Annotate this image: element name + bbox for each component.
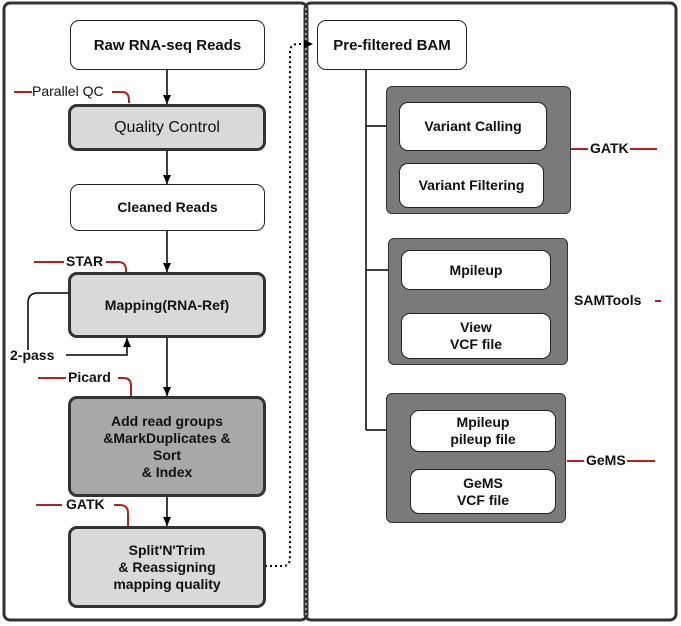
- label-gems: GeMS: [586, 452, 626, 468]
- label-two-pass: 2-pass: [10, 347, 55, 363]
- bracket-gatk-left: [36, 504, 129, 527]
- left-panel-frame: [2, 1, 309, 622]
- label-gatk-right: GATK: [590, 140, 629, 156]
- node-variant-calling: Variant Calling: [399, 102, 547, 151]
- node-cleaned-reads: Cleaned Reads: [70, 184, 265, 231]
- node-raw-rna-seq-reads: Raw RNA-seq Reads: [70, 20, 265, 70]
- node-split-n-trim: Split'N'Trim & Reassigning mapping quali…: [68, 526, 266, 608]
- two-pass-loop-line: [27, 292, 70, 350]
- label-parallel-qc: Parallel QC: [32, 83, 104, 99]
- node-mpileup: Mpileup: [401, 250, 551, 290]
- node-variant-filtering: Variant Filtering: [399, 163, 544, 208]
- node-quality-control: Quality Control: [68, 104, 266, 151]
- right-panel-frame: [303, 1, 678, 622]
- node-gems-vcf: GeMS VCF file: [410, 469, 556, 514]
- label-gatk-left: GATK: [66, 496, 105, 512]
- bracket-picard: [38, 377, 132, 397]
- node-prefiltered-bam: Pre-filtered BAM: [317, 20, 467, 70]
- node-view-vcf: View VCF file: [401, 313, 551, 359]
- bracket-parallel-qc: [14, 91, 130, 103]
- bracket-star: [34, 261, 127, 274]
- node-mpileup-pileup: Mpileup pileup file: [410, 410, 556, 452]
- dotted-connector: [265, 40, 313, 567]
- label-samtools: SAMTools: [574, 292, 642, 308]
- label-picard: Picard: [68, 369, 111, 385]
- node-add-read-groups: Add read groups &MarkDuplicates & Sort &…: [68, 396, 266, 497]
- label-star: STAR: [66, 253, 104, 269]
- node-mapping: Mapping(RNA-Ref): [68, 272, 266, 338]
- two-pass-return-arrow: [66, 338, 131, 356]
